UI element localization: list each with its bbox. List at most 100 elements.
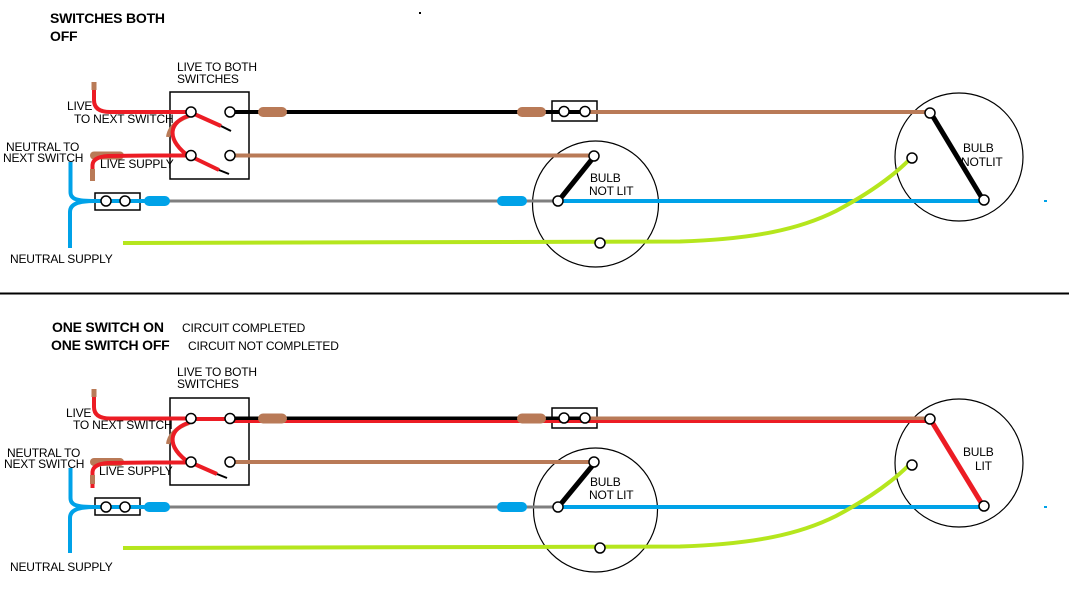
label-middle-bulb: NOT LIT <box>589 184 634 198</box>
section-note-on: CIRCUIT COMPLETED <box>182 321 306 335</box>
label-neutral-to: NEUTRAL TO <box>6 140 79 154</box>
label-next-switch: NEXT SWITCH <box>3 151 83 165</box>
terminal <box>119 195 131 207</box>
brown-wire-tip <box>91 82 97 90</box>
bulb-circle-right <box>894 398 1024 528</box>
terminal <box>924 413 936 425</box>
label-neutral-supply: NEUTRAL SUPPLY <box>10 560 113 574</box>
switch-lever-tip <box>216 473 228 479</box>
label-right-bulb: BULB <box>963 445 994 459</box>
label-middle-bulb: NOT LIT <box>589 488 634 502</box>
terminal <box>588 150 600 162</box>
bulb-circle-middle <box>532 447 659 573</box>
label-neutral-supply: NEUTRAL SUPPLY <box>10 252 113 266</box>
section-note-off: CIRCUIT NOT COMPLETED <box>188 339 339 353</box>
terminal <box>185 412 197 425</box>
terminal <box>579 105 591 118</box>
label-to-next-switch: TO NEXT SWITCH <box>73 418 172 432</box>
live-supply-wire <box>90 153 193 172</box>
brown-sleeve <box>258 413 287 424</box>
terminal <box>119 501 131 513</box>
terminal <box>185 456 197 468</box>
terminal <box>924 107 936 119</box>
earth-lime-wire <box>122 463 911 550</box>
label-next-switch: NEXT SWITCH <box>4 457 84 471</box>
section-title-line1: SWITCHES BOTH <box>50 10 165 26</box>
brown-sleeve <box>517 413 546 424</box>
label-live: LIVE <box>67 99 92 113</box>
middle-bulb-filament-off <box>558 463 595 507</box>
live-to-next-switch-wire <box>92 86 193 114</box>
right-bulb-filament-off <box>929 113 985 200</box>
switch-lever-tip <box>220 125 232 132</box>
neutral-supply-wire <box>68 199 96 248</box>
blue-sleeve <box>497 196 527 206</box>
terminal <box>552 501 564 513</box>
label-live-to-both-switches: SWITCHES <box>177 72 239 86</box>
right-bulb-filament-lit <box>929 420 985 506</box>
switch-lever-bottom-open <box>191 155 220 172</box>
switch-lever-tip <box>218 169 230 175</box>
terminal <box>224 412 236 425</box>
blue-sleeve <box>144 502 170 512</box>
terminal <box>579 412 591 424</box>
switch-lever-top-open <box>191 111 222 128</box>
label-live-to-both-switches: LIVE TO BOTH <box>177 365 257 379</box>
terminal <box>594 237 606 249</box>
neutral-supply-wire <box>68 505 96 553</box>
live-supply-wire <box>90 460 193 488</box>
stray-dot <box>1044 200 1047 202</box>
brown-wire-tip <box>91 389 97 397</box>
label-live: LIVE <box>66 406 91 420</box>
label-right-bulb: LIT <box>975 459 993 473</box>
diagram-switches-both-off: SWITCHES BOTH OFF LIVE TO BOTH SWITCHES … <box>3 10 1024 268</box>
section-title-on: ONE SWITCH ON <box>52 319 164 335</box>
label-middle-bulb: BULB <box>590 475 621 489</box>
section-title-line2: OFF <box>50 28 78 44</box>
terminal <box>185 106 197 118</box>
brown-wire-tip <box>90 475 95 484</box>
middle-bulb-filament-off <box>558 156 595 201</box>
label-to-next-switch: TO NEXT SWITCH <box>74 112 173 126</box>
terminal <box>906 152 918 164</box>
label-neutral-to: NEUTRAL TO <box>7 446 80 460</box>
blue-sleeve <box>497 502 527 512</box>
section-title-off: ONE SWITCH OFF <box>51 337 170 353</box>
earth-lime-wire <box>122 158 911 245</box>
switch-lever-bottom-open <box>191 461 218 476</box>
terminal <box>594 542 606 554</box>
terminal <box>558 105 570 118</box>
terminal <box>224 456 236 468</box>
terminal <box>224 149 236 162</box>
diagram-one-switch-on: ONE SWITCH ON CIRCUIT COMPLETED ONE SWIT… <box>4 319 1024 574</box>
terminal <box>224 106 236 118</box>
terminal <box>558 412 570 424</box>
label-live-supply: LIVE SUPPLY <box>99 464 173 478</box>
live-to-next-switch-wire <box>92 393 193 421</box>
label-right-bulb: NOTLIT <box>961 155 1003 169</box>
label-right-bulb: BULB <box>963 141 994 155</box>
blue-sleeve <box>144 196 170 206</box>
stray-dot <box>1044 506 1047 508</box>
terminal <box>100 195 112 207</box>
bulb-circle-middle <box>531 140 660 268</box>
terminal <box>978 194 990 206</box>
terminal <box>100 501 112 513</box>
stray-dot <box>419 12 421 14</box>
brown-sleeve <box>517 107 546 117</box>
brown-wire-tip <box>90 169 95 181</box>
label-live-to-both-switches: SWITCHES <box>177 377 239 391</box>
label-live-to-both-switches: LIVE TO BOTH <box>177 60 257 74</box>
label-middle-bulb: BULB <box>590 171 621 185</box>
label-live-supply: LIVE SUPPLY <box>100 157 174 171</box>
brown-sleeve <box>258 107 287 117</box>
terminal <box>906 459 918 471</box>
live-link-between-switches <box>170 420 193 466</box>
live-link-between-switches <box>170 113 193 160</box>
terminal <box>978 500 990 512</box>
terminal <box>185 149 197 162</box>
terminal <box>552 195 564 207</box>
bulb-circle-right <box>894 92 1024 222</box>
